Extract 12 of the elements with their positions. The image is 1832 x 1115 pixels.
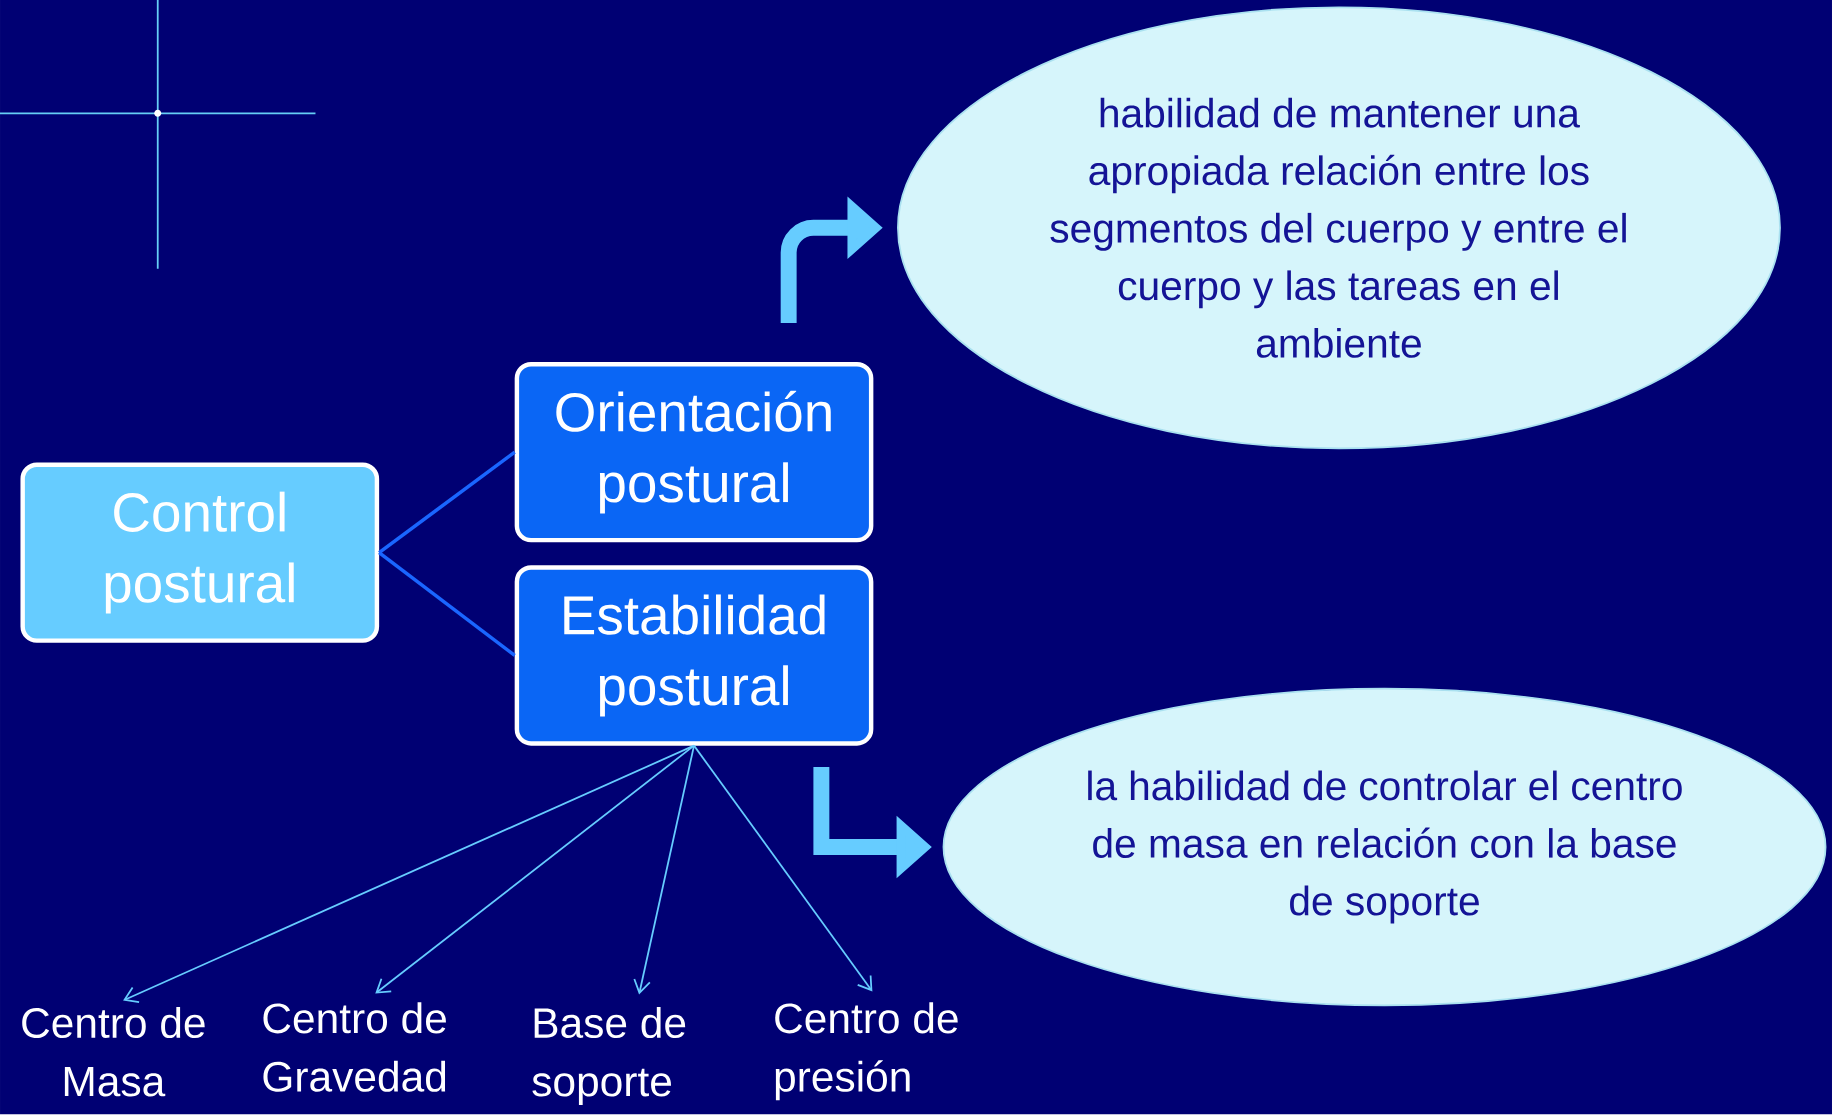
arrow	[375, 744, 695, 994]
process-box: Estabilidad postural	[514, 565, 874, 746]
concept-label: Centro de Gravedad	[263, 1002, 446, 1093]
concept-label: Base de soporte	[532, 1007, 686, 1106]
process-box: Orientación postural	[514, 362, 874, 543]
concept-label: Centro de Masa	[22, 1007, 205, 1097]
arrow	[123, 744, 695, 1004]
connector-line	[378, 450, 516, 555]
arrow	[693, 744, 873, 992]
arrow	[633, 744, 695, 995]
process-box: Control postural	[20, 462, 380, 643]
connector-line	[378, 551, 516, 658]
